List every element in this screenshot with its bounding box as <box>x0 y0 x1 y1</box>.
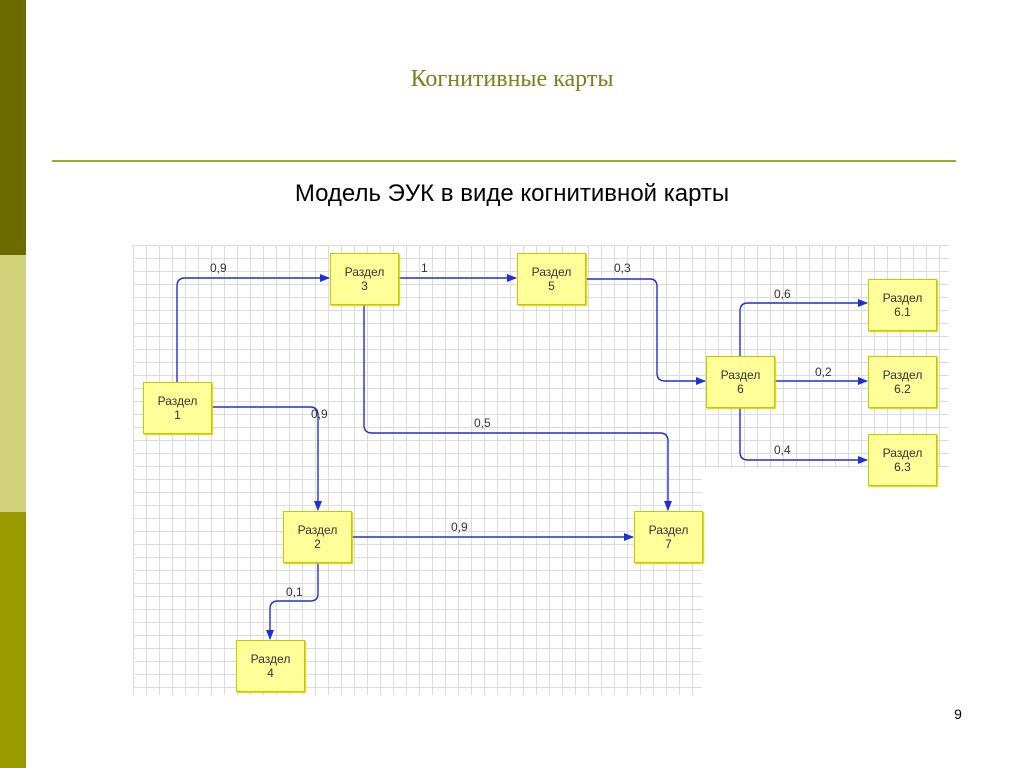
node-razdel-1: Раздел 1 <box>143 382 212 434</box>
edge-weight-5-to-6: 0,3 <box>614 261 631 275</box>
node-number: 6.2 <box>894 382 911 396</box>
edge-weight-3-to-7: 0,5 <box>474 416 491 430</box>
edge-2-to-4 <box>266 562 319 640</box>
edge-1-to-3 <box>176 274 330 382</box>
node-razdel-6-1: Раздел 6.1 <box>868 279 937 331</box>
edge-1-to-2 <box>212 406 322 511</box>
node-label: Раздел <box>250 652 291 666</box>
node-razdel-6: Раздел 6 <box>706 356 775 408</box>
edge-weight-6-to-6-2: 0,2 <box>815 365 832 379</box>
node-number: 6.1 <box>894 305 911 319</box>
slide-subtitle: Модель ЭУК в виде когнитивной карты <box>294 180 730 207</box>
node-number: 5 <box>548 279 555 293</box>
node-label: Раздел <box>648 523 689 537</box>
node-label: Раздел <box>882 291 923 305</box>
node-razdel-6-3: Раздел 6.3 <box>868 434 937 486</box>
edge-weight-6-to-6-1: 0,6 <box>774 287 791 301</box>
edge-6-to-6-3 <box>739 406 868 464</box>
edge-weight-1-to-2: 0,9 <box>311 407 328 421</box>
edge-weight-3-to-5: 1 <box>421 261 428 275</box>
node-label: Раздел <box>531 265 572 279</box>
node-razdel-5: Раздел 5 <box>517 253 586 305</box>
node-number: 6 <box>737 382 744 396</box>
node-label: Раздел <box>882 368 923 382</box>
node-label: Раздел <box>157 394 198 408</box>
edge-weight-1-to-3: 0,9 <box>210 261 227 275</box>
node-label: Раздел <box>344 265 385 279</box>
node-razdel-6-2: Раздел 6.2 <box>868 356 937 408</box>
node-number: 6.3 <box>894 460 911 474</box>
node-razdel-7: Раздел 7 <box>634 511 703 563</box>
edge-weight-2-to-4: 0,1 <box>286 585 303 599</box>
side-bar-dark <box>0 0 26 255</box>
side-bar-light <box>0 255 26 512</box>
node-number: 4 <box>267 666 274 680</box>
node-razdel-4: Раздел 4 <box>236 640 305 692</box>
node-number: 3 <box>361 279 368 293</box>
node-number: 2 <box>314 537 321 551</box>
edge-3-to-7 <box>363 303 672 511</box>
page-number: 9 <box>954 706 962 722</box>
title-divider <box>52 160 956 162</box>
edge-weight-6-to-6-3: 0,4 <box>774 443 791 457</box>
node-label: Раздел <box>297 523 338 537</box>
node-label: Раздел <box>720 368 761 382</box>
node-label: Раздел <box>882 446 923 460</box>
edge-6-to-6-1 <box>739 299 868 356</box>
node-razdel-2: Раздел 2 <box>283 511 352 563</box>
node-razdel-3: Раздел 3 <box>330 253 399 305</box>
side-bar-mid <box>0 512 26 768</box>
diagram-blank-area <box>702 468 949 695</box>
slide-title: Когнитивные карты <box>410 66 614 92</box>
node-number: 1 <box>174 408 181 422</box>
edge-5-to-6 <box>584 278 706 385</box>
node-number: 7 <box>665 537 672 551</box>
edge-weight-2-to-7: 0,9 <box>451 520 468 534</box>
